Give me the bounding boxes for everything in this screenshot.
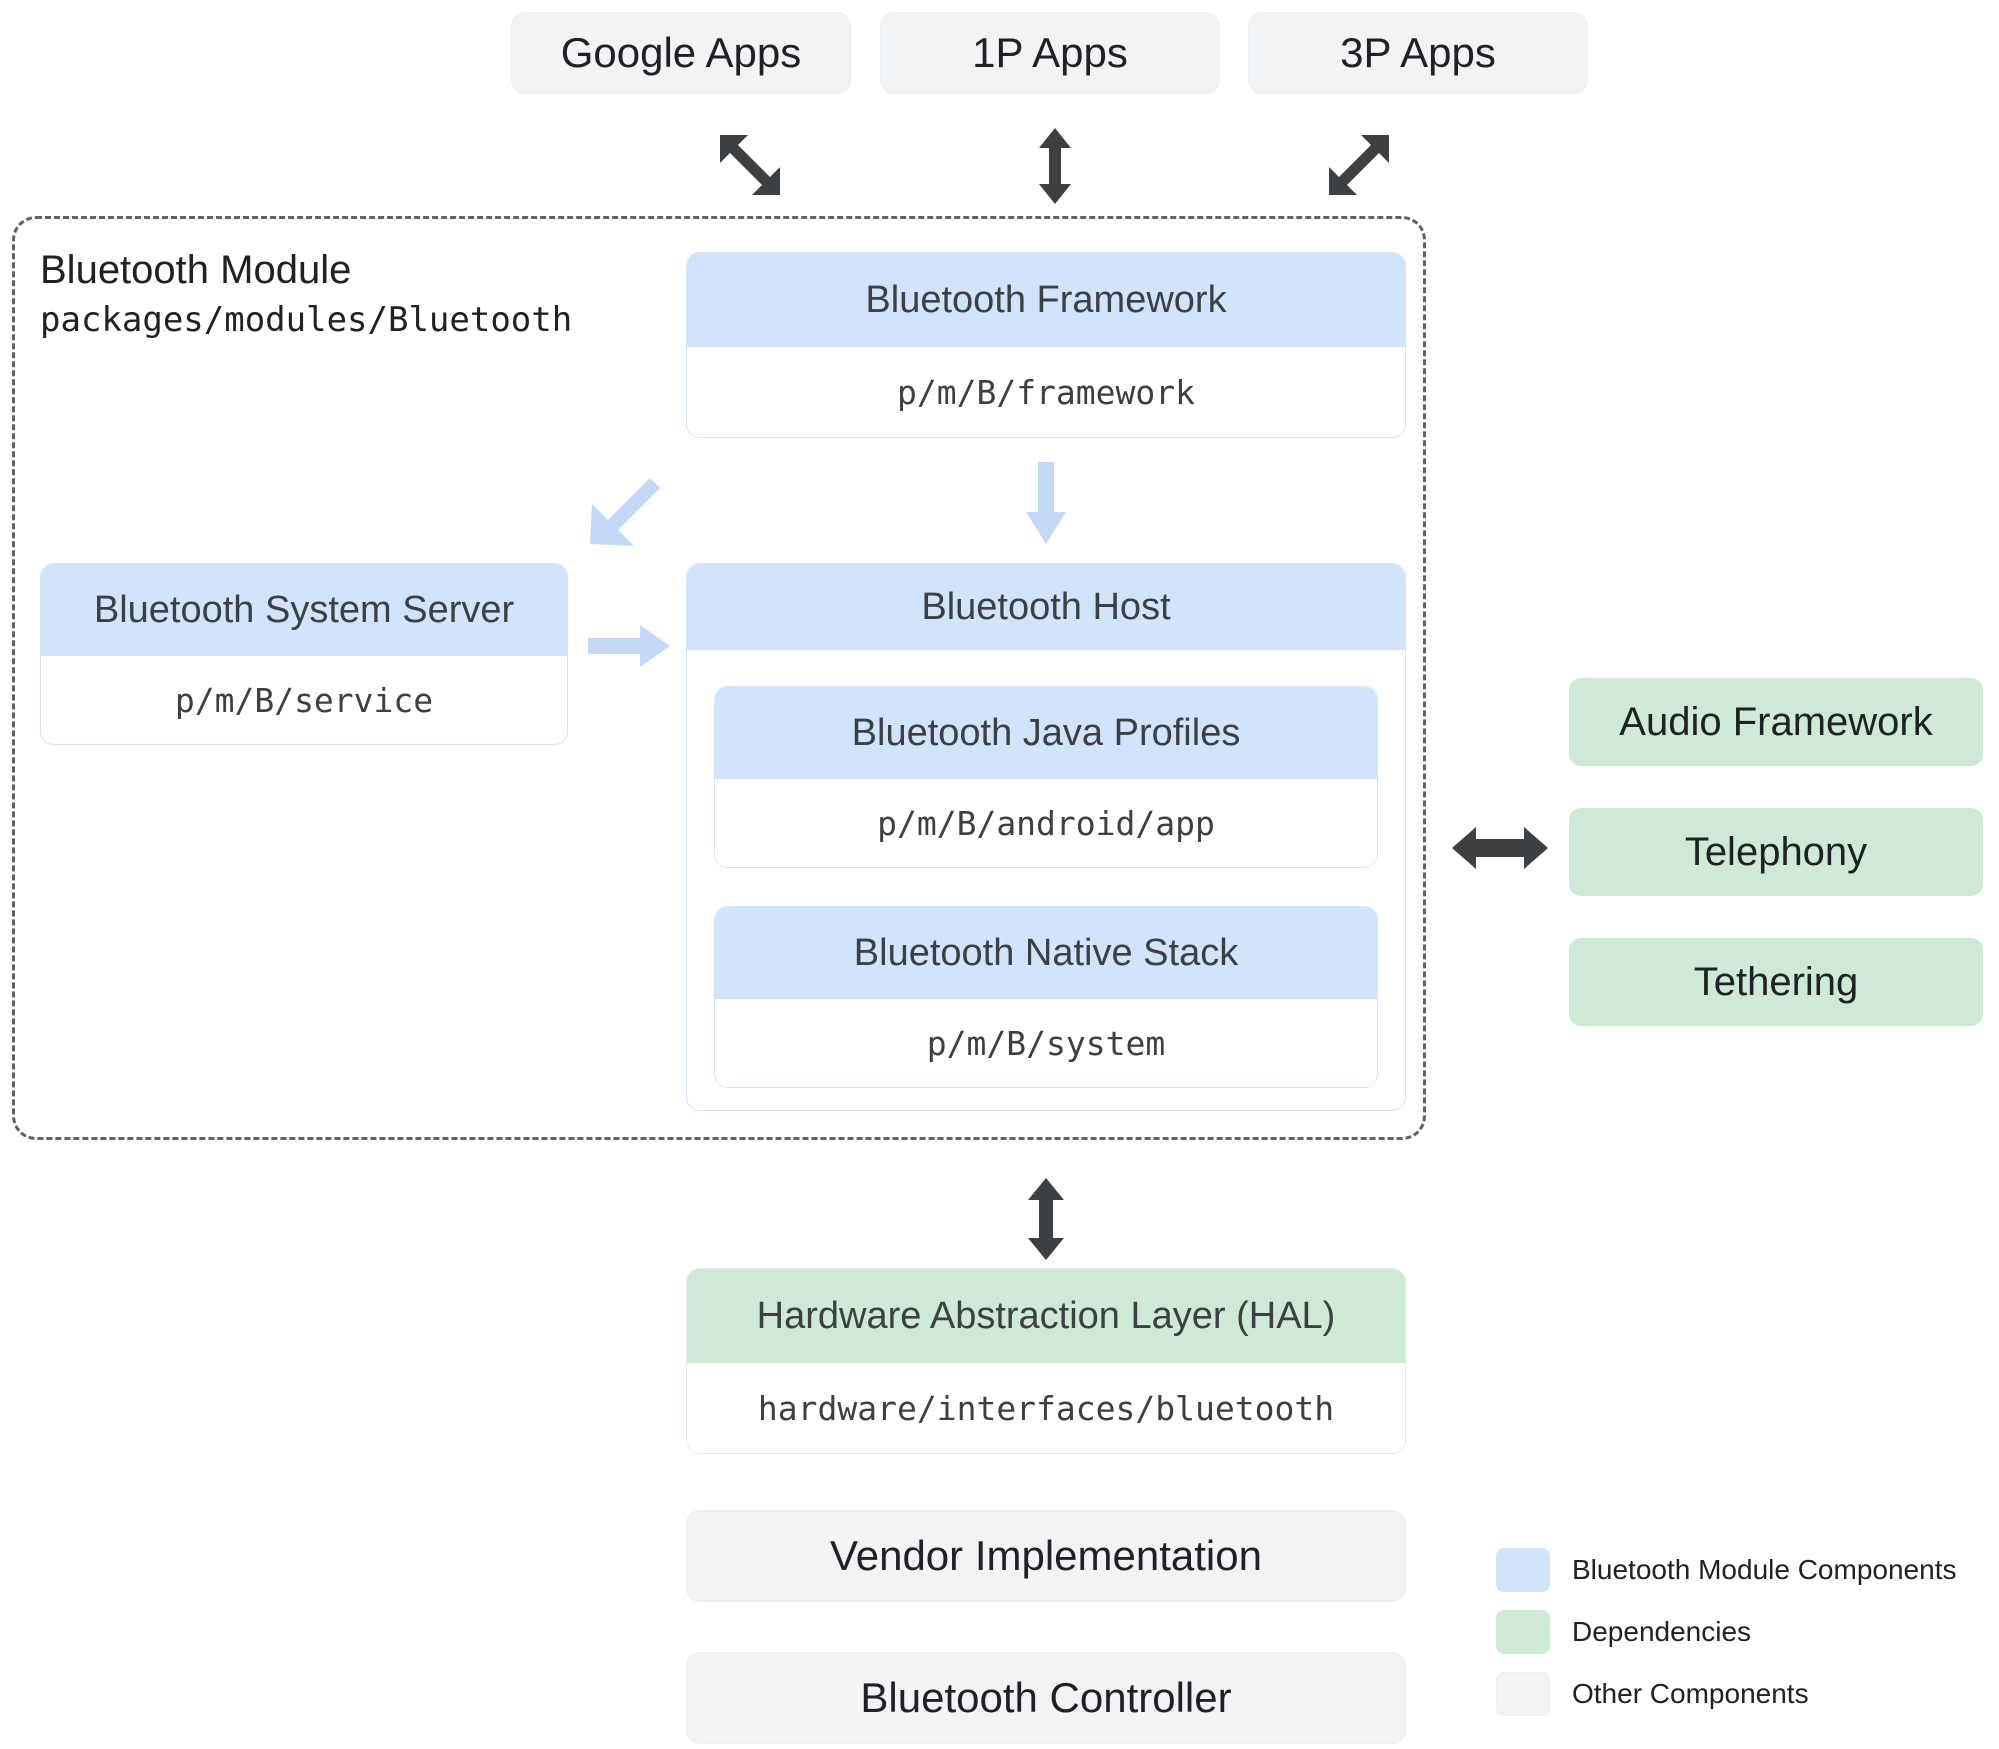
- legend-item-module-components: Bluetooth Module Components: [1496, 1548, 1956, 1592]
- box-google-apps-label: Google Apps: [560, 29, 802, 76]
- legend-swatch-gray: [1496, 1672, 1550, 1716]
- bluetooth-module-path: packages/modules/Bluetooth: [40, 300, 573, 340]
- box-bluetooth-controller-label: Bluetooth Controller: [860, 1674, 1232, 1721]
- legend-item-other-components: Other Components: [1496, 1672, 1956, 1716]
- card-bluetooth-framework-path: p/m/B/framework: [687, 347, 1405, 437]
- card-bluetooth-native-stack-path: p/m/B/system: [715, 999, 1377, 1087]
- card-bluetooth-java-profiles-path: p/m/B/android/app: [715, 779, 1377, 867]
- bluetooth-module-container: [12, 216, 1426, 1140]
- box-1p-apps: 1P Apps: [880, 12, 1220, 94]
- card-hal-title: Hardware Abstraction Layer (HAL): [687, 1269, 1405, 1363]
- box-telephony-label: Telephony: [1684, 829, 1868, 874]
- arrow-framework-to-system-server: [588, 466, 668, 546]
- card-bluetooth-system-server-path: p/m/B/service: [41, 656, 567, 744]
- box-vendor-implementation-label: Vendor Implementation: [830, 1532, 1262, 1579]
- legend-label-dependencies: Dependencies: [1572, 1616, 1752, 1647]
- card-hardware-abstraction-layer: Hardware Abstraction Layer (HAL) hardwar…: [686, 1268, 1406, 1454]
- box-audio-framework: Audio Framework: [1569, 678, 1983, 766]
- box-tethering-label: Tethering: [1693, 959, 1859, 1004]
- card-bluetooth-java-profiles-title: Bluetooth Java Profiles: [715, 687, 1377, 779]
- box-audio-framework-label: Audio Framework: [1619, 699, 1933, 744]
- box-3p-apps-label: 3P Apps: [1340, 29, 1496, 76]
- bluetooth-module-title: Bluetooth Module: [40, 248, 352, 292]
- card-bluetooth-host-title: Bluetooth Host: [687, 564, 1405, 650]
- legend: Bluetooth Module Components Dependencies…: [1496, 1548, 1956, 1734]
- arrow-framework-to-host: [1026, 462, 1066, 544]
- box-vendor-implementation: Vendor Implementation: [686, 1510, 1406, 1602]
- legend-swatch-blue: [1496, 1548, 1550, 1592]
- box-1p-apps-label: 1P Apps: [972, 29, 1128, 76]
- arrow-module-to-hal-bidirectional: [1026, 1178, 1066, 1260]
- arrow-3p-apps-bidirectional-diagonal: [1305, 131, 1395, 201]
- legend-label-other-components: Other Components: [1572, 1678, 1809, 1709]
- card-bluetooth-system-server-title: Bluetooth System Server: [41, 564, 567, 656]
- box-google-apps: Google Apps: [511, 12, 851, 94]
- box-tethering: Tethering: [1569, 938, 1983, 1026]
- card-bluetooth-native-stack: Bluetooth Native Stack p/m/B/system: [714, 906, 1378, 1088]
- box-3p-apps: 3P Apps: [1248, 12, 1588, 94]
- legend-item-dependencies: Dependencies: [1496, 1610, 1956, 1654]
- arrow-1p-apps-bidirectional-vertical: [1035, 128, 1075, 204]
- arrow-host-to-dependencies-bidirectional: [1452, 825, 1548, 871]
- box-telephony: Telephony: [1569, 808, 1983, 896]
- arrow-google-apps-bidirectional-diagonal: [714, 131, 804, 201]
- card-bluetooth-system-server: Bluetooth System Server p/m/B/service: [40, 563, 568, 745]
- box-bluetooth-controller: Bluetooth Controller: [686, 1652, 1406, 1744]
- card-bluetooth-java-profiles: Bluetooth Java Profiles p/m/B/android/ap…: [714, 686, 1378, 868]
- card-bluetooth-framework-title: Bluetooth Framework: [687, 253, 1405, 347]
- legend-swatch-green: [1496, 1610, 1550, 1654]
- legend-label-module-components: Bluetooth Module Components: [1572, 1554, 1957, 1585]
- card-bluetooth-native-stack-title: Bluetooth Native Stack: [715, 907, 1377, 999]
- card-bluetooth-framework: Bluetooth Framework p/m/B/framework: [686, 252, 1406, 438]
- card-hal-path: hardware/interfaces/bluetooth: [687, 1363, 1405, 1453]
- arrow-system-server-to-host: [588, 625, 670, 667]
